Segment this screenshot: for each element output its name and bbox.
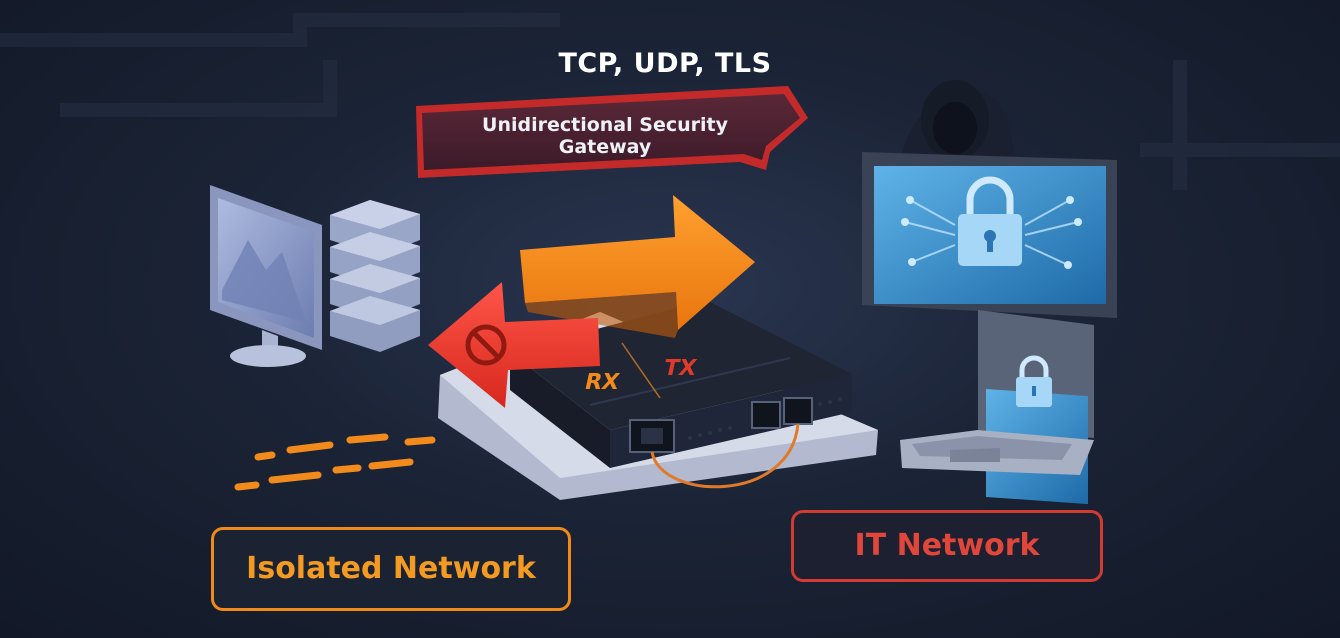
blocked-arrow-icon — [428, 282, 600, 408]
gateway-banner — [416, 86, 808, 178]
loop-cable — [650, 423, 800, 489]
hacker-icon — [900, 80, 1020, 175]
background-pipes — [0, 13, 1340, 190]
server-stack-icon — [330, 200, 420, 352]
laptop-icon — [900, 310, 1094, 505]
left-monitor-icon — [210, 185, 322, 367]
lock-icon — [1016, 355, 1052, 407]
data-flow-dashes — [234, 433, 436, 491]
right-monitor-icon — [862, 152, 1117, 318]
it-network-label: IT Network — [791, 510, 1103, 582]
rx-label: RX — [582, 370, 622, 395]
rj45-port-icon — [783, 397, 813, 425]
forward-arrow-icon — [520, 195, 755, 338]
isolated-network-label: Isolated Network — [211, 527, 571, 611]
rj45-port-icon — [751, 401, 781, 429]
lock-icon — [958, 176, 1022, 266]
protocols-label: TCP, UDP, TLS — [558, 48, 772, 79]
gateway-banner-label: Unidirectional Security Gateway — [482, 114, 728, 158]
tx-label: TX — [661, 356, 699, 381]
